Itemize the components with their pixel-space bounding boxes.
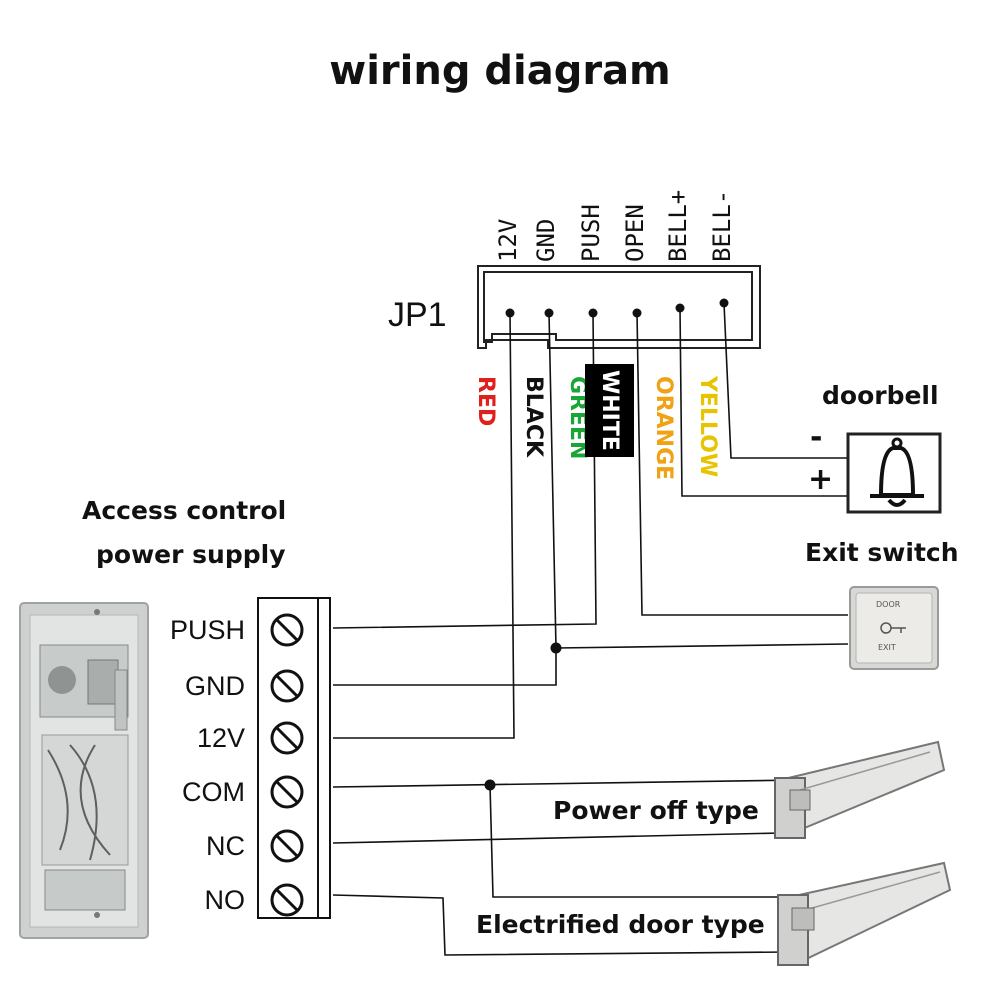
doorbell-plus-sign: + — [808, 462, 834, 497]
wire-com-branch — [489, 784, 790, 898]
power-supply-label-line1: Access control — [82, 496, 287, 525]
power-off-lock-label: Power off type — [553, 796, 759, 825]
wire-12v — [333, 312, 515, 739]
terminal-label-gnd: GND — [185, 671, 245, 701]
wire-nc — [332, 832, 781, 844]
terminal-label-push: PUSH — [169, 615, 245, 645]
wire-label-orange: ORANGE — [651, 376, 676, 481]
wire-bell-minus — [723, 302, 848, 459]
junction-dots — [484, 642, 562, 791]
doorbell-label: doorbell — [822, 381, 939, 410]
exit-switch-plate-bottom: EXIT — [878, 643, 896, 652]
wire-push — [332, 312, 597, 629]
power-supply-unit — [19, 602, 149, 939]
pin-label-gnd: GND — [532, 218, 560, 262]
terminal-label-nc: NC — [206, 831, 245, 861]
power-off-lock-device — [774, 740, 946, 839]
pin-label-12v: 12V — [494, 218, 522, 262]
doorbell-device — [846, 432, 942, 514]
jp1-pin-dots — [505, 298, 729, 318]
pin-label-push: PUSH — [577, 204, 605, 262]
pin-label-bell-minus: BELL- — [708, 189, 736, 262]
exit-switch-label: Exit switch — [805, 538, 959, 567]
wire-gnd — [333, 312, 557, 686]
electrified-lock-device — [777, 861, 952, 966]
doorbell-minus-sign: - — [810, 420, 823, 455]
wire-bell-plus — [679, 307, 848, 497]
wire-gnd-exit — [555, 643, 849, 649]
power-supply-label-line2: power supply — [96, 540, 286, 569]
wire-label-red: RED — [473, 376, 498, 427]
terminal-label-no: NO — [204, 885, 246, 915]
wire-label-white: WHITE — [585, 364, 634, 457]
exit-switch-device — [849, 586, 939, 670]
electrified-lock-label: Electrified door type — [476, 910, 765, 939]
jp1-connector — [477, 265, 761, 349]
terminal-block — [257, 597, 331, 919]
page-title: wiring diagram — [329, 48, 671, 94]
wire-com — [332, 779, 801, 788]
pin-label-bell-plus: BELL+ — [664, 189, 692, 262]
terminal-label-com: COM — [182, 777, 245, 807]
connector-name: JP1 — [388, 296, 447, 334]
wire-label-black: BLACK — [521, 376, 546, 458]
wire-label-yellow: YELLOW — [695, 376, 720, 478]
wire-open — [636, 312, 848, 616]
terminal-label-12v: 12V — [196, 723, 245, 753]
pin-label-open: OPEN — [621, 204, 649, 262]
wire-no — [332, 894, 791, 956]
exit-switch-plate-top: DOOR — [876, 600, 901, 609]
